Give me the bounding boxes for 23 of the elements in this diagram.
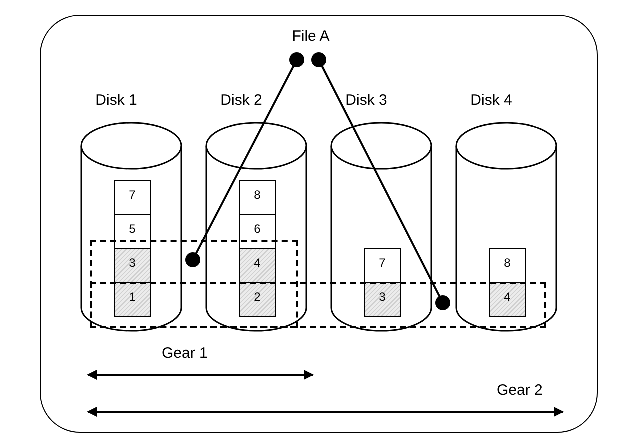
gear-label: Gear 1 [162, 345, 208, 362]
data-block: 6 [239, 214, 276, 249]
gear-label: Gear 2 [497, 382, 543, 399]
file-label: File A [285, 28, 337, 45]
data-block: 3 [114, 248, 151, 283]
connector-line [312, 52, 450, 310]
data-block: 4 [239, 248, 276, 283]
data-block: 2 [239, 282, 276, 317]
data-block: 8 [239, 180, 276, 215]
disk-label: Disk 2 [220, 92, 264, 109]
data-block: 1 [114, 282, 151, 317]
dashed-group-box [90, 240, 298, 328]
data-block: 3 [364, 282, 401, 317]
data-block: 8 [489, 248, 526, 283]
disk-label: Disk 1 [94, 92, 138, 109]
data-block: 4 [489, 282, 526, 317]
data-block: 7 [114, 180, 151, 215]
disk-label: Disk 4 [470, 92, 514, 109]
disk-label: Disk 3 [344, 92, 388, 109]
data-block: 5 [114, 214, 151, 249]
data-block: 7 [364, 248, 401, 283]
dashed-group-box [90, 282, 546, 328]
connector-line [186, 52, 304, 268]
